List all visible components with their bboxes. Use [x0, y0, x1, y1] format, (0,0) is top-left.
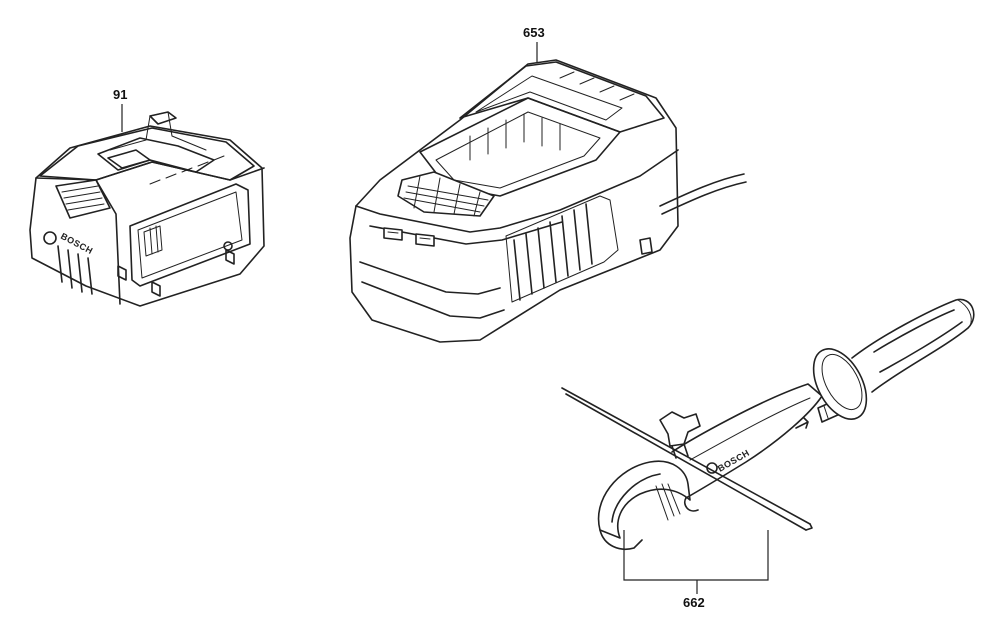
battery-charger	[349, 42, 747, 343]
charger-callout-label: 653	[523, 25, 545, 40]
battery-brand-logo: BOSCH	[59, 231, 95, 256]
handle-callout-label: 662	[683, 595, 705, 610]
battery-pack: BOSCH	[29, 104, 265, 307]
auxiliary-handle: BOSCH	[561, 298, 975, 594]
battery-callout-label: 91	[113, 87, 128, 102]
